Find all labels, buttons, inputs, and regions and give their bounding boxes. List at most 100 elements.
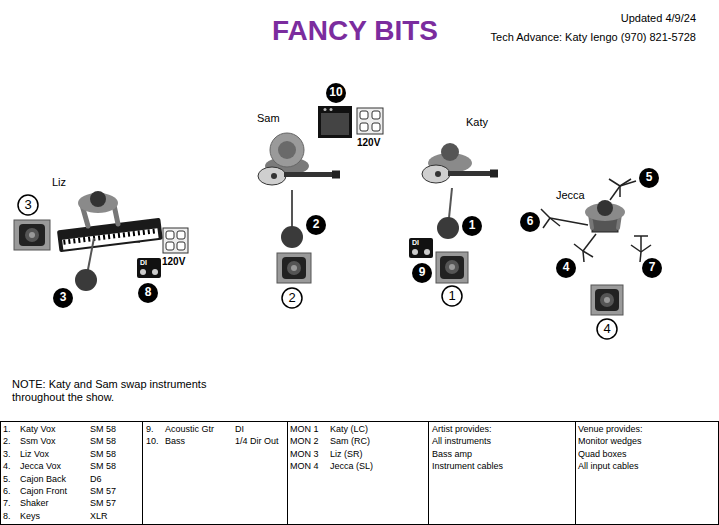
monitor-wedge	[600, 293, 614, 307]
bass-amp	[330, 108, 333, 111]
callout-circle-shape	[597, 319, 617, 339]
callout-circle-shape	[138, 283, 158, 303]
mic-stand	[541, 209, 588, 228]
mic-stand	[610, 186, 620, 200]
callout-circle-shape	[326, 83, 346, 103]
callout-circle-white: 2	[281, 287, 303, 309]
table-cell: 7.	[3, 498, 11, 509]
table-cell: 10.	[146, 436, 159, 447]
mic-stand	[281, 226, 303, 248]
table-cell: 1.	[3, 424, 11, 435]
callout-number: 2	[313, 218, 320, 231]
guitar-player	[422, 143, 498, 183]
keyboard-player	[78, 191, 118, 226]
mic-stand	[631, 236, 651, 262]
mic-stand	[640, 236, 642, 252]
table-frame	[142, 421, 143, 525]
monitor-wedge	[595, 289, 619, 311]
monitor-wedge	[440, 256, 464, 279]
di-box	[409, 238, 433, 258]
callout-number: 6	[527, 215, 534, 228]
callout-circle-black: 5	[638, 167, 660, 189]
performer-name: Sam	[257, 112, 280, 125]
quad-box	[357, 108, 383, 134]
guitar-player	[270, 133, 304, 167]
monitor-wedge	[14, 220, 50, 250]
quad-box	[166, 231, 174, 239]
table-cell: Quad boxes	[578, 449, 627, 460]
callout-number: 5	[646, 171, 653, 184]
guitar-player	[422, 165, 450, 183]
table-cell: Artist provides:	[432, 424, 492, 435]
di-label: DI	[140, 259, 147, 267]
table-cell: SM 58	[90, 449, 116, 460]
table-cell: 5.	[3, 474, 11, 485]
table-cell: Jecca (SL)	[330, 461, 373, 472]
mic-stand	[550, 218, 588, 225]
performer-name: Jecca	[556, 189, 585, 202]
table-cell: MON 2	[290, 436, 319, 447]
table-cell: Liz Vox	[20, 449, 49, 460]
guitar-player	[332, 171, 340, 179]
callout-number: 4	[603, 322, 610, 336]
callout-circle-shape	[642, 258, 662, 278]
quad-box	[360, 123, 368, 131]
guitar-player	[448, 171, 490, 176]
table-cell: 8.	[3, 511, 11, 522]
quad-box	[372, 111, 380, 119]
monitor-wedge	[277, 253, 311, 283]
callout-circle-shape	[282, 288, 302, 308]
table-cell: SM 58	[90, 424, 116, 435]
update-date: Updated 4/9/24	[621, 12, 696, 25]
table-cell: XLR	[90, 511, 108, 522]
callout-number: 1	[448, 289, 455, 303]
quad-box	[177, 242, 185, 250]
callout-circle-shape	[639, 168, 659, 188]
mic-stand	[640, 252, 641, 262]
voltage-label: 120V	[162, 256, 185, 268]
mic-stand	[75, 238, 97, 291]
monitor-wedge	[591, 285, 623, 315]
table-cell: Shaker	[20, 498, 49, 509]
table-cell: Liz (SR)	[330, 449, 363, 460]
table-cell: SM 58	[90, 461, 116, 472]
table-cell: 4.	[3, 461, 11, 472]
table-cell: Bass	[165, 436, 185, 447]
callout-circle-shape	[18, 195, 38, 215]
table-cell: MON 3	[290, 449, 319, 460]
bass-amp	[318, 106, 352, 138]
mic-stand	[583, 234, 596, 251]
monitor-wedge	[282, 257, 306, 279]
mic-stand	[574, 234, 596, 262]
quad-box	[360, 111, 368, 119]
quad-box	[166, 242, 174, 250]
guitar-player	[258, 167, 286, 185]
callout-circle-black: 10	[325, 82, 347, 104]
table-frame	[287, 421, 288, 525]
monitor-wedge	[19, 224, 45, 246]
callout-number: 10	[329, 86, 342, 99]
callout-circle-black: 8	[137, 282, 159, 304]
voltage-label: 120V	[357, 137, 380, 149]
monitor-wedge	[277, 253, 311, 283]
quad-box	[357, 108, 383, 134]
di-box	[152, 269, 158, 275]
callout-number: 9	[419, 266, 426, 279]
mic-stand	[541, 209, 550, 218]
table-cell: All instruments	[432, 436, 491, 447]
mic-stand	[620, 181, 636, 186]
table-cell: Jecca Vox	[20, 461, 61, 472]
mic-stand	[609, 179, 620, 186]
callout-circle-white: 3	[17, 194, 39, 216]
monitor-wedge	[287, 261, 301, 275]
guitar-player	[278, 141, 296, 159]
callout-circle-shape	[556, 258, 576, 278]
table-frame	[428, 421, 429, 525]
keyboard	[57, 218, 163, 253]
di-box	[137, 258, 161, 278]
table-cell: Katy Vox	[20, 424, 56, 435]
quad-box	[163, 228, 188, 253]
mic-stand	[641, 245, 651, 252]
table-cell: MON 1	[290, 424, 319, 435]
